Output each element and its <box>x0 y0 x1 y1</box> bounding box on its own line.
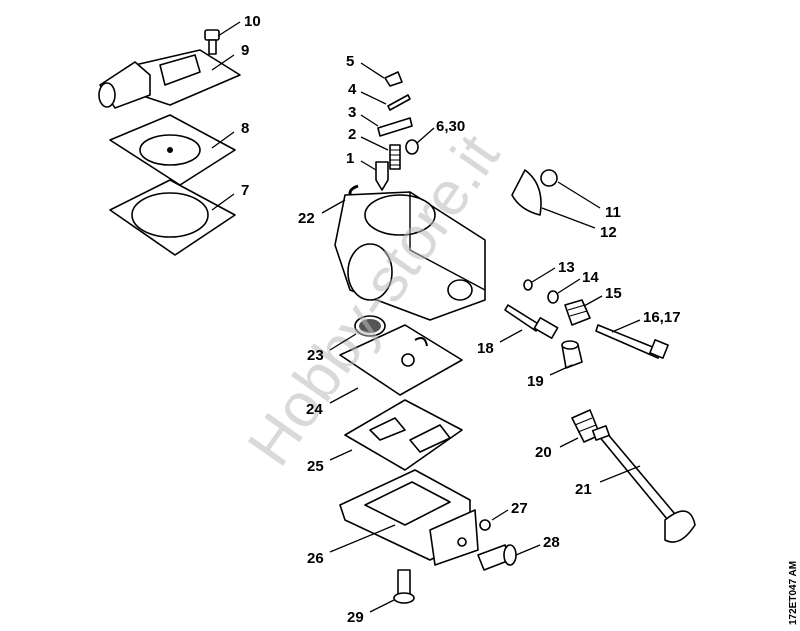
label-6-30: 6,30 <box>436 118 465 135</box>
part-27-ball <box>479 519 491 531</box>
drawing-code: 172ET047 AM <box>788 561 799 625</box>
part-1-needle-valve <box>375 161 389 191</box>
part-18-adjusting-screw <box>504 304 559 339</box>
part-13-o-ring <box>523 279 533 291</box>
part-21-choke-shaft <box>591 425 696 543</box>
label-7: 7 <box>241 182 249 199</box>
label-25: 25 <box>307 458 324 475</box>
label-19: 19 <box>527 373 544 390</box>
part-9-pump-cover <box>98 49 241 109</box>
part-6-30-plug <box>405 139 419 155</box>
leader-lines <box>211 21 641 613</box>
part-11-screw <box>540 169 558 187</box>
part-29-screw <box>393 569 415 604</box>
label-24: 24 <box>306 401 323 418</box>
label-14: 14 <box>582 269 599 286</box>
part-19-limiter-cap <box>561 340 583 369</box>
part-12-throttle-plate <box>511 169 542 216</box>
label-15: 15 <box>605 285 622 302</box>
label-16-17: 16,17 <box>643 309 681 326</box>
label-8: 8 <box>241 120 249 137</box>
part-2-spring <box>389 144 401 170</box>
label-22: 22 <box>298 210 315 227</box>
label-10: 10 <box>244 13 261 30</box>
label-29: 29 <box>347 609 364 626</box>
label-9: 9 <box>241 42 249 59</box>
part-4-pin <box>387 94 411 111</box>
label-4: 4 <box>348 81 357 98</box>
label-26: 26 <box>307 550 324 567</box>
part-7-gasket <box>109 179 236 256</box>
part-24-gasket <box>339 324 463 396</box>
label-5: 5 <box>346 53 354 70</box>
part-23-strainer <box>354 315 386 337</box>
part-5-screw <box>384 71 403 87</box>
label-12: 12 <box>600 224 617 241</box>
part-10-screw <box>204 29 220 55</box>
part-8-diaphragm <box>109 114 236 186</box>
label-27: 27 <box>511 500 528 517</box>
part-3-lever <box>377 117 413 137</box>
part-14-washer <box>547 290 559 304</box>
label-2: 2 <box>348 126 356 143</box>
part-28-screw <box>477 544 517 571</box>
part-15-spring <box>564 299 591 326</box>
label-3: 3 <box>348 104 356 121</box>
label-28: 28 <box>543 534 560 551</box>
part-16-17-adjusting-screw <box>595 324 669 359</box>
part-25-diaphragm <box>344 399 463 471</box>
label-21: 21 <box>575 481 592 498</box>
label-18: 18 <box>477 340 494 357</box>
carburetor-body <box>334 191 486 321</box>
label-20: 20 <box>535 444 552 461</box>
label-1: 1 <box>346 150 354 167</box>
label-13: 13 <box>558 259 575 276</box>
label-11: 11 <box>605 204 621 221</box>
part-26-end-cover <box>339 469 479 566</box>
label-23: 23 <box>307 347 324 364</box>
